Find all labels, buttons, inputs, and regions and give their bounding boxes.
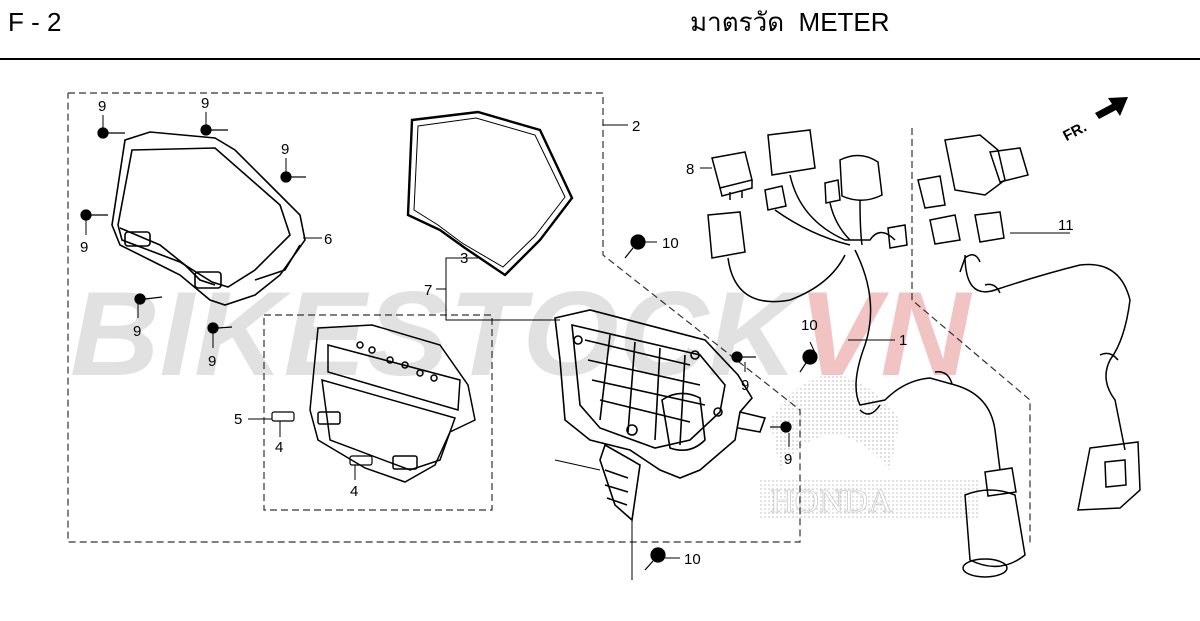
- title-thai: มาตรวัด: [690, 7, 785, 37]
- callout-11: 11: [1058, 217, 1074, 234]
- callout-labels: 9 9 9 9 9 9 9 9 6 2 3 7 8 1 11 5 4 4 10 …: [80, 95, 1074, 568]
- title-en: METER: [798, 7, 890, 37]
- callout-1: 1: [899, 332, 907, 349]
- sub-harness-part: [917, 134, 1141, 511]
- relay-part: [711, 151, 753, 200]
- screw-9-d: [80, 209, 108, 221]
- screw-4-a: [271, 411, 295, 422]
- screw-9-h: [770, 421, 792, 433]
- callout-3: 3: [460, 250, 468, 267]
- callout-6: 6: [324, 231, 332, 248]
- callout-9: 9: [80, 239, 88, 256]
- screw-4-b: [349, 455, 373, 466]
- gasket-part: [406, 110, 574, 277]
- screw-9-b: [200, 124, 228, 136]
- callout-9: 9: [741, 377, 749, 394]
- callout-9: 9: [201, 95, 209, 112]
- meter-cover-part: [111, 131, 306, 306]
- assembly-boundaries: [67, 92, 1031, 545]
- wire-harness-part: [707, 129, 1026, 578]
- harness-outline: [911, 128, 1031, 545]
- callout-4: 4: [275, 439, 283, 456]
- assembly-2-outline: [67, 92, 801, 543]
- callout-9: 9: [281, 141, 289, 158]
- meter-unit-outline: [263, 314, 493, 511]
- watermark-brand: HONDA: [770, 483, 893, 520]
- screw-10-c: [644, 547, 666, 571]
- fasteners: [80, 124, 818, 571]
- callout-2: 2: [632, 118, 640, 135]
- meter-case-part: [554, 309, 767, 522]
- callout-8: 8: [686, 161, 694, 178]
- callout-10: 10: [801, 317, 818, 334]
- watermark-site-left: BIKESTOCK: [70, 267, 805, 401]
- callout-5: 5: [234, 411, 242, 428]
- callout-9: 9: [133, 323, 141, 340]
- callout-4: 4: [350, 483, 358, 500]
- header-divider: [0, 58, 1200, 60]
- callout-10: 10: [662, 235, 679, 252]
- watermark-site-right: VN: [798, 267, 973, 401]
- watermark-honda-logo: HONDA: [760, 375, 980, 520]
- figure-code: F - 2: [8, 7, 62, 37]
- page-title: มาตรวัด METER: [690, 6, 890, 38]
- direction-label: FR.: [1060, 119, 1089, 145]
- callout-7: 7: [424, 282, 432, 299]
- screw-9-e: [134, 293, 163, 305]
- screw-9-c: [280, 171, 306, 183]
- callout-9: 9: [784, 451, 792, 468]
- screw-9-g: [731, 351, 756, 363]
- leader-lines: [85, 112, 1070, 580]
- screw-10-a: [624, 234, 646, 259]
- callout-10: 10: [684, 551, 701, 568]
- meter-unit-part: [309, 324, 476, 483]
- front-arrow-icon: FR.: [1060, 97, 1128, 145]
- screw-9-a: [97, 127, 125, 139]
- callout-9: 9: [208, 353, 216, 370]
- callout-9: 9: [98, 98, 106, 115]
